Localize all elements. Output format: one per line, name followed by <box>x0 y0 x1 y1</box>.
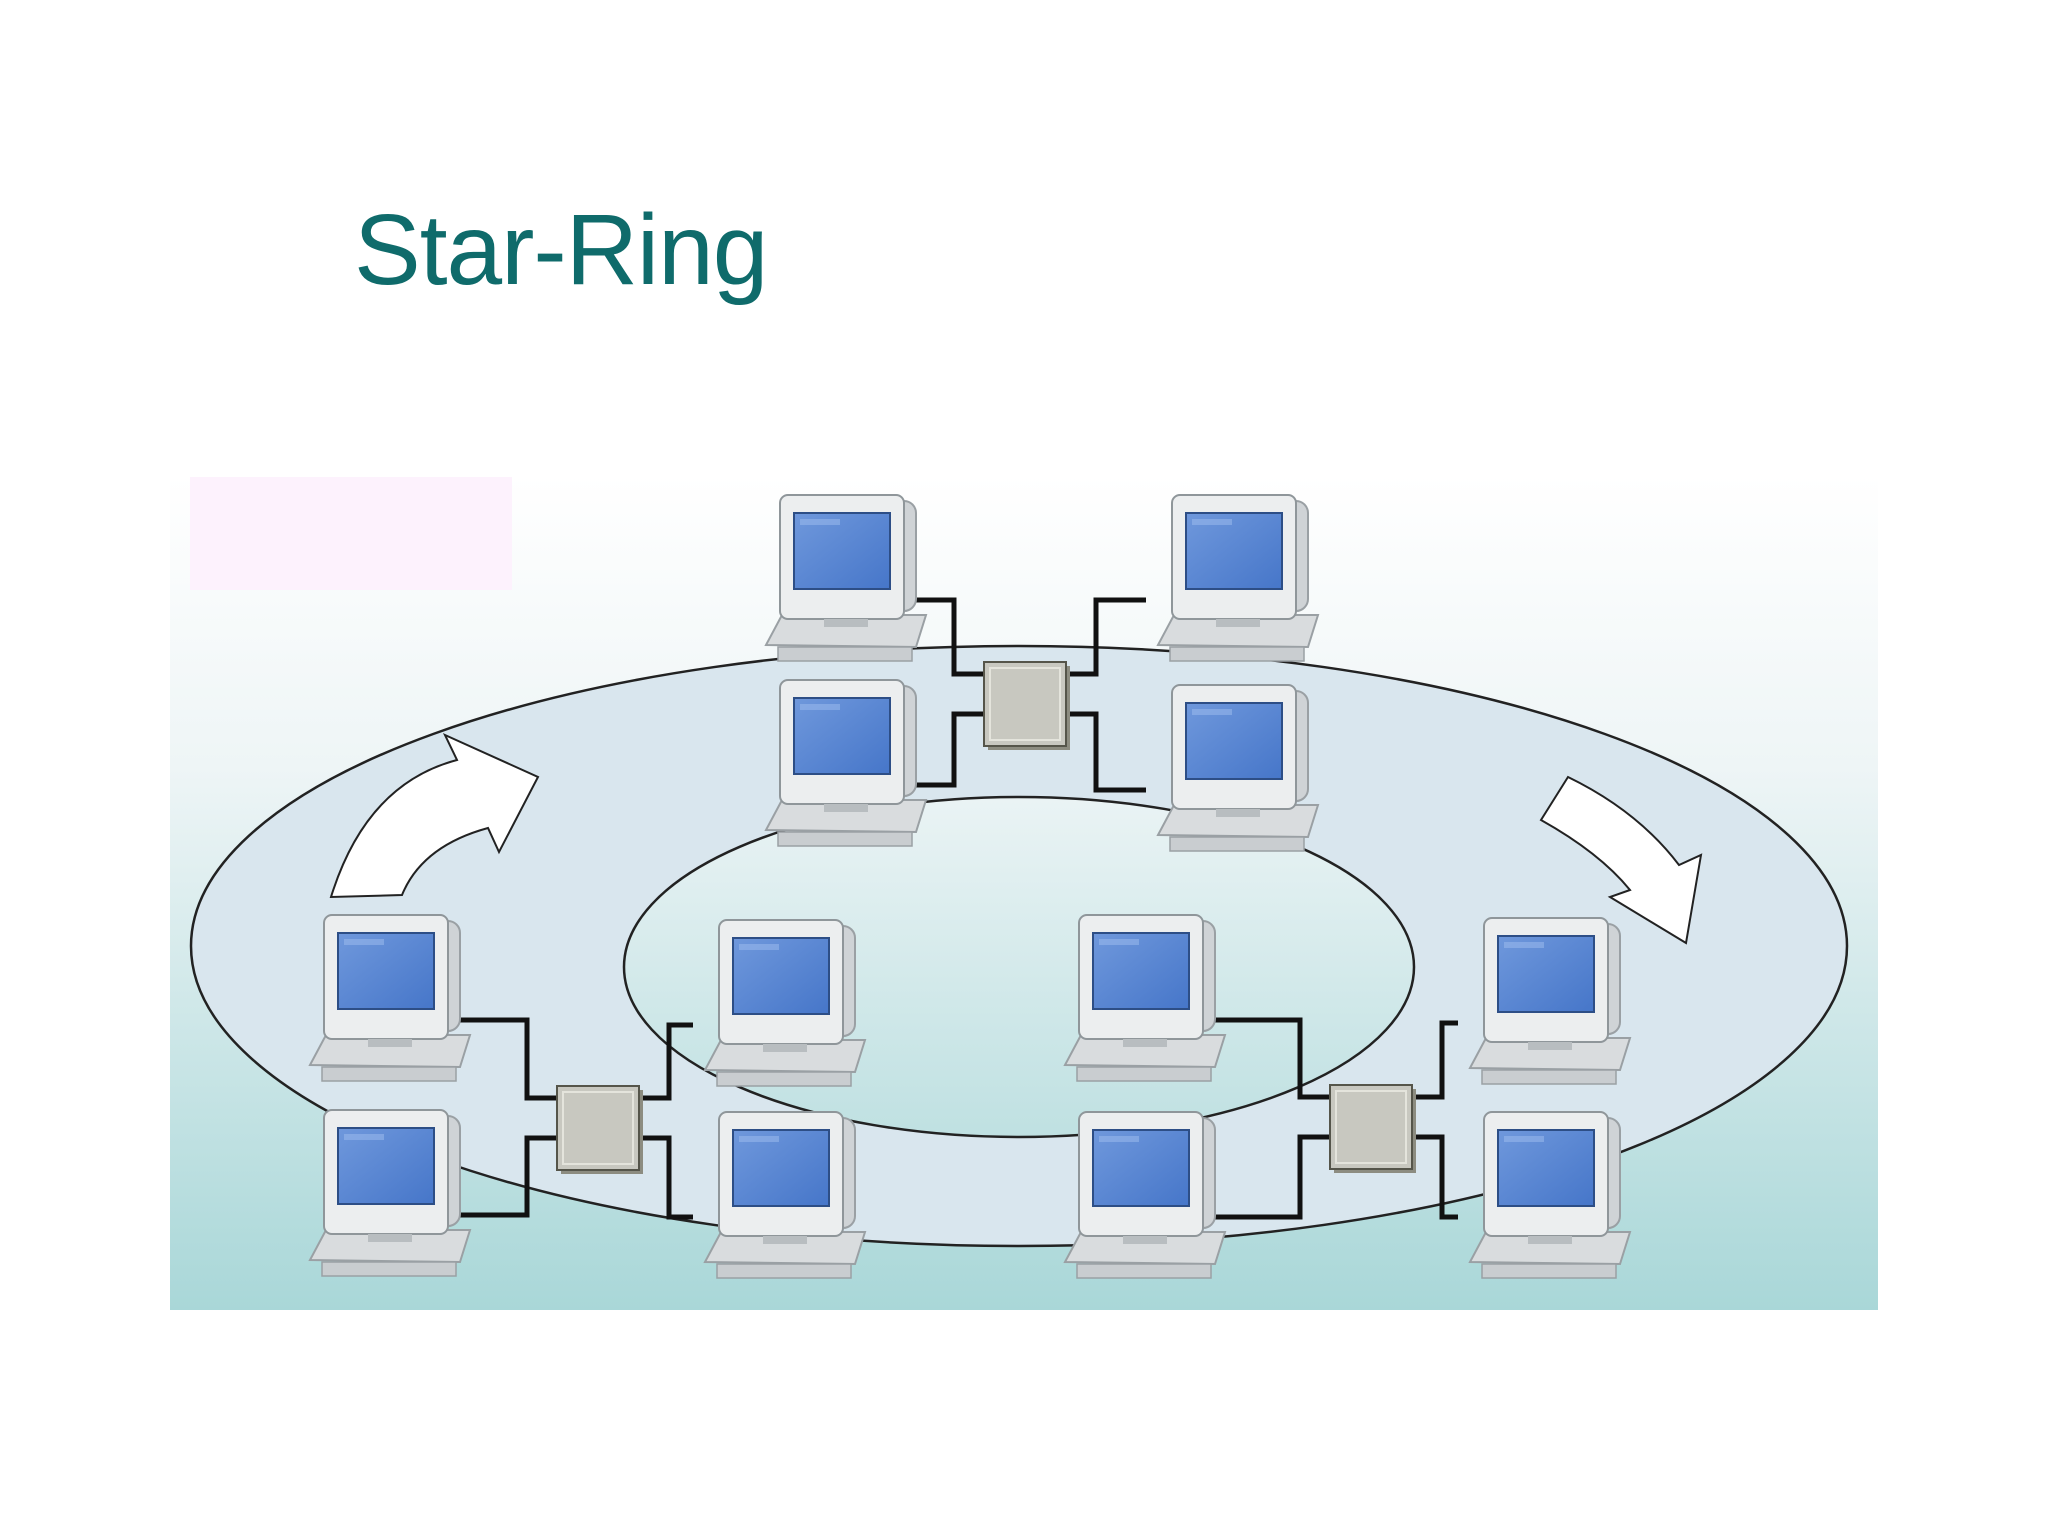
ring-outer-edge <box>189 644 1849 1248</box>
cable-hub-bottom-right-3 <box>1412 1020 1458 1100</box>
hub-bottom-right <box>1329 1084 1416 1173</box>
cable-hub-top-2 <box>886 711 984 788</box>
computer-hub-top-3 <box>1156 494 1320 662</box>
cable-hub-top-4 <box>1066 711 1146 793</box>
computer-hub-bottom-right-4 <box>1468 1111 1632 1279</box>
computer-hub-bottom-right-1 <box>1063 914 1227 1082</box>
computer-hub-bottom-left-2 <box>308 1109 472 1277</box>
computer-hub-bottom-right-2 <box>1063 1111 1227 1279</box>
cable-lines <box>430 597 1458 1220</box>
star-ring-diagram <box>170 475 1878 1310</box>
computer-hub-bottom-left-3 <box>703 919 867 1087</box>
ring-direction-arrow-right <box>1539 775 1703 945</box>
computer-hub-top-2 <box>764 679 928 847</box>
hub-group <box>556 661 1416 1174</box>
slide-title: Star-Ring <box>354 194 768 306</box>
cable-hub-top-3 <box>1066 597 1146 677</box>
cable-hub-top-1 <box>886 597 984 677</box>
cable-hub-bottom-left-1 <box>430 1017 557 1101</box>
cable-hub-bottom-right-1 <box>1185 1017 1330 1100</box>
cable-hub-bottom-left-3 <box>639 1022 693 1101</box>
computer-hub-top-1 <box>764 494 928 662</box>
ring-inner-edge <box>622 795 1416 1139</box>
hub-bottom-left <box>556 1085 643 1174</box>
cable-hub-bottom-right-4 <box>1412 1134 1458 1220</box>
ring-direction-arrow-left <box>329 732 540 899</box>
cable-hub-bottom-left-2 <box>430 1135 557 1218</box>
computer-hub-bottom-left-4 <box>703 1111 867 1279</box>
label-patch <box>190 477 512 590</box>
computer-hub-top-4 <box>1156 684 1320 852</box>
computer-hub-bottom-right-3 <box>1468 917 1632 1085</box>
computer-group <box>308 494 1632 1279</box>
computer-hub-bottom-left-1 <box>308 914 472 1082</box>
cable-hub-bottom-left-4 <box>639 1135 693 1220</box>
hub-top <box>983 661 1070 750</box>
cable-hub-bottom-right-2 <box>1185 1134 1330 1220</box>
